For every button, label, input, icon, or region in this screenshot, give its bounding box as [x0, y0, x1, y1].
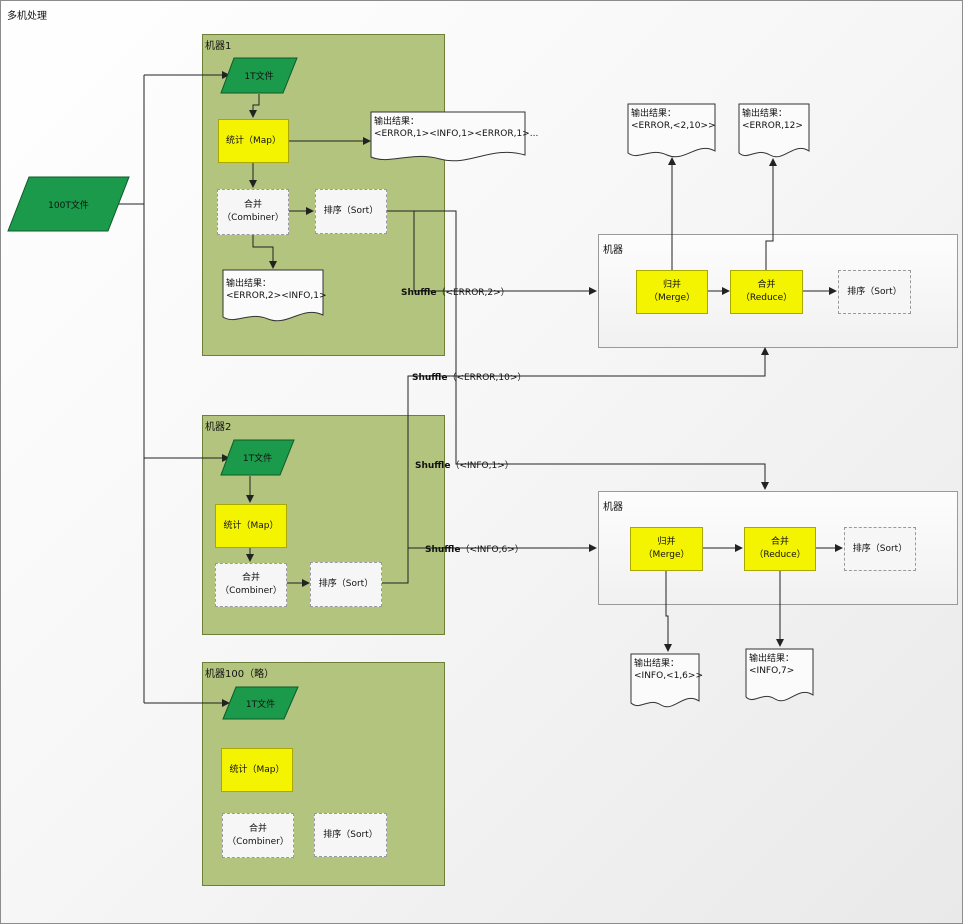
reducer-1-reduce-output-value: <ERROR,12>: [742, 121, 803, 131]
machine-1-file: 1T文件: [220, 57, 298, 94]
machine-2-map-box: 统计（Map）: [215, 504, 287, 548]
machine-1-map-label: 统计（Map）: [226, 135, 281, 146]
reducer-2-reduce-output-value: <INFO,7>: [749, 666, 795, 676]
reducer-1-merge-output-value: <ERROR,<2,10>>: [631, 121, 716, 131]
reducer-2-sort-label: 排序（Sort）: [852, 543, 908, 554]
reducer-2-merge-line2: （Merge）: [643, 550, 690, 560]
reducer-2-reduce-line2: （Reduce）: [754, 550, 806, 560]
reducer-1-merge-line2: （Merge）: [648, 293, 696, 303]
shuffle-label-info-6: Shuffle（<INFO,6>）: [425, 545, 524, 555]
reducer-1-merge-output-doc: 输出结果： <ERROR,<2,10>>: [627, 103, 716, 160]
shuffle-label-error-2: Shuffle（<ERROR,2>）: [401, 288, 510, 298]
machine-2-map-label: 统计（Map）: [223, 520, 279, 531]
shuffle-label-error-10: Shuffle（<ERROR,10>）: [412, 373, 527, 383]
machine-1-combiner-line2: （Combiner）: [222, 213, 284, 223]
machine-100-file-label: 1T文件: [245, 699, 276, 710]
source-file-100t: 100T文件: [7, 176, 130, 232]
reducer-2-reduce-box: 合并 （Reduce）: [744, 527, 816, 571]
machine-1-combiner-box: 合并 （Combiner）: [217, 189, 289, 235]
reducer-1-reduce-box: 合并 （Reduce）: [730, 270, 803, 314]
machine-1-sort-box: 排序（Sort）: [315, 189, 387, 234]
reducer-2-reduce-line1: 合并: [770, 537, 789, 547]
machine-100-sort-box: 排序（Sort）: [314, 813, 387, 857]
reducer-2-merge-line1: 归并: [657, 537, 676, 547]
machine-100-map-box: 统计（Map）: [221, 748, 293, 792]
machine-2-file: 1T文件: [220, 439, 295, 476]
machine-1-output-doc: 输出结果： <ERROR,2><INFO,1>: [222, 269, 327, 323]
diagram-title: 多机处理: [7, 11, 47, 22]
machine-2-sort-box: 排序（Sort）: [310, 562, 382, 607]
machine-1-sort-label: 排序（Sort）: [323, 206, 379, 216]
reducer-2-merge-output-doc: 输出结果： <INFO,<1,6>>: [630, 653, 703, 710]
machine-100-combiner-box: 合并 （Combiner）: [222, 813, 294, 858]
machine-1-map-output-value: <ERROR,1><INFO,1><ERROR,1>...: [374, 129, 539, 139]
machine-1-output-title: 输出结果：: [226, 279, 272, 289]
reducer-1-reduce-line1: 合并: [757, 280, 776, 290]
machine-2-combiner-box: 合并 （Combiner）: [215, 563, 287, 607]
machine-1-map-output-doc: 输出结果： <ERROR,1><INFO,1><ERROR,1>...: [370, 111, 538, 163]
reducer-2-merge-box: 归并 （Merge）: [630, 527, 703, 571]
reducer-1-reduce-line2: （Reduce）: [740, 293, 793, 303]
machine-1-label: 机器1: [205, 41, 232, 52]
reducer-1-merge-line1: 归并: [662, 280, 681, 290]
machine-2-combiner-line1: 合并: [241, 573, 260, 583]
source-file-label: 100T文件: [48, 200, 89, 211]
reducer-1-reduce-output-doc: 输出结果： <ERROR,12>: [738, 103, 810, 160]
reducer-1-sort-label: 排序（Sort）: [847, 286, 902, 297]
machine-100-label: 机器100（略）: [205, 669, 275, 680]
machine-100-combiner-line2: （Combiner）: [227, 836, 289, 847]
reducer-1-merge-box: 归并 （Merge）: [636, 270, 708, 314]
machine-1-map-box: 统计（Map）: [218, 119, 289, 163]
reducer-2-reduce-output-doc: 输出结果： <INFO,7>: [745, 648, 814, 704]
machine-100-file: 1T文件: [222, 686, 299, 720]
reducer-1-label: 机器: [603, 245, 623, 256]
reducer-2-merge-output-value: <INFO,<1,6>>: [634, 671, 703, 681]
machine-1-map-output-title: 输出结果：: [374, 117, 420, 127]
reducer-2-sort-box: 排序（Sort）: [844, 527, 916, 571]
machine-2-label: 机器2: [205, 422, 232, 433]
shuffle-label-info-1: Shuffle（<INFO,1>）: [415, 461, 514, 471]
machine-1-file-label: 1T文件: [244, 72, 274, 82]
machine-2-sort-label: 排序（Sort）: [318, 579, 374, 589]
machine-100-combiner-line1: 合并: [248, 823, 267, 834]
machine-2-combiner-line2: （Combiner）: [220, 586, 282, 596]
reducer-1-reduce-output-title: 输出结果：: [742, 109, 788, 119]
reducer-1-sort-box: 排序（Sort）: [838, 270, 911, 314]
machine-100-sort-label: 排序（Sort）: [323, 829, 378, 840]
reducer-2-label: 机器: [603, 502, 623, 513]
machine-100-map-label: 统计（Map）: [229, 764, 285, 775]
reducer-2-merge-output-title: 输出结果：: [634, 659, 680, 669]
reducer-2-reduce-output-title: 输出结果：: [749, 654, 795, 664]
machine-2-file-label: 1T文件: [242, 454, 273, 464]
reducer-1-merge-output-title: 输出结果：: [631, 109, 677, 119]
machine-1-output-value: <ERROR,2><INFO,1>: [226, 291, 327, 301]
machine-1-combiner-line1: 合并: [243, 200, 262, 210]
